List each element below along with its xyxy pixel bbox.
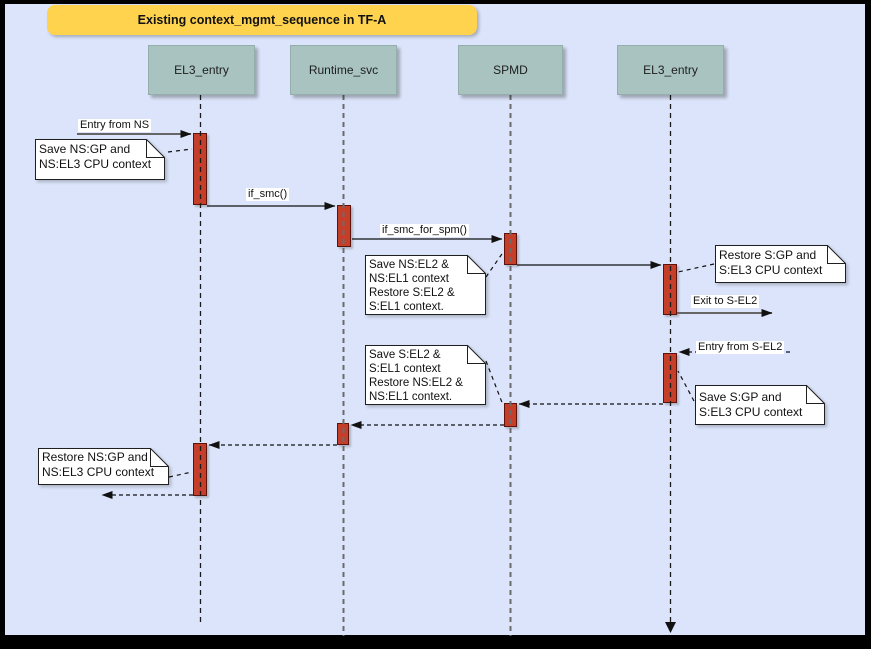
activation-el3-left-2 [193, 443, 207, 496]
activation-spmd-1 [504, 233, 517, 265]
note-restore-ns-gp: Restore NS:GP and NS:EL3 CPU context [38, 448, 169, 485]
note-shape [38, 448, 169, 485]
lifeline-header-runtime-svc: Runtime_svc [290, 45, 397, 95]
note-restore-s-gp: Restore S:GP and S:EL3 CPU context [715, 245, 846, 283]
activation-runtime-svc-2 [337, 423, 349, 445]
activation-el3-left-1 [193, 133, 207, 205]
label-entry-from-ns: Entry from NS [78, 119, 152, 132]
note-save-ns-gp: Save NS:GP and NS:EL3 CPU context [35, 139, 165, 180]
label-if-smc-for-spm: if_smc_for_spm() [380, 224, 469, 237]
lifeline-header-el3-entry-right: EL3_entry [617, 45, 724, 95]
activation-el3-right-2 [663, 353, 677, 403]
activation-el3-right-1 [663, 264, 677, 315]
activation-spmd-2 [504, 403, 517, 427]
diagram-background [5, 4, 865, 635]
note-save-s-el2: Save S:EL2 & S:EL1 context Restore NS:EL… [365, 345, 486, 405]
lifeline-header-el3-entry-left: EL3_entry [148, 45, 255, 95]
lifeline-header-spmd: SPMD [458, 45, 563, 95]
diagram-title: Existing context_mgmt_sequence in TF-A [47, 5, 477, 35]
note-save-ns-el2: Save NS:EL2 & NS:EL1 context Restore S:E… [365, 255, 486, 315]
note-shape [715, 245, 846, 283]
note-save-s-gp: Save S:GP and S:EL3 CPU context [695, 385, 825, 425]
note-shape [365, 255, 486, 315]
note-shape [695, 385, 825, 425]
label-exit-to-s-el2: Exit to S-EL2 [691, 295, 760, 308]
label-entry-from-s-el2: Entry from S-EL2 [696, 341, 785, 354]
note-shape [35, 139, 165, 180]
activation-runtime-svc-1 [337, 205, 351, 247]
label-if-smc: if_smc() [246, 188, 290, 201]
